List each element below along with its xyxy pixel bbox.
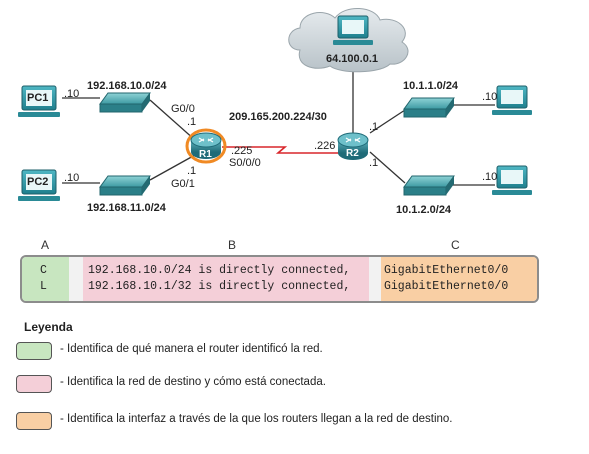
internet-host-icon [333, 15, 373, 45]
r1-g01-if-label: G0/1 [171, 178, 195, 190]
link-switch2-r1 [149, 154, 196, 181]
r2-lan1-network-label: 10.1.1.0/24 [403, 80, 459, 92]
route-row-2-code: L [40, 280, 47, 293]
r2-lan1-pc-icon [492, 85, 532, 115]
r2-g1-ip-label: .1 [369, 157, 379, 169]
legend-swatch-orange [16, 412, 52, 430]
r1-s000-ip-label: .225 [231, 145, 253, 157]
router-r1-icon [185, 128, 227, 164]
r2-g0-ip-label: .1 [369, 121, 379, 133]
switch2-icon [99, 175, 151, 196]
route-row-2-iface: GigabitEthernet0/0 [384, 280, 509, 293]
pc1-icon [18, 85, 60, 117]
r1-s000-if-label: S0/0/0 [229, 157, 261, 169]
switch4-icon [403, 175, 455, 196]
legend-text-orange: - Identifica la interfaz a través de la … [60, 413, 453, 425]
serial-link [222, 146, 340, 154]
pc2-host-label: .10 [64, 172, 80, 184]
pc1-host-label: .10 [64, 88, 80, 100]
legend-swatch-pink [16, 375, 52, 393]
column-a-label: A [41, 238, 50, 252]
link-r2-switch4 [369, 151, 406, 184]
r1-g00-ip-label: .1 [187, 116, 197, 128]
lan2-network-label: 192.168.11.0/24 [87, 202, 166, 214]
r2-lan1-host-label: .10 [482, 91, 498, 103]
network-diagram [18, 8, 532, 201]
column-b-label: B [228, 238, 237, 252]
internet-label: 64.100.0.1 [326, 53, 378, 65]
route-table: C L 192.168.10.0/24 is directly connecte… [20, 255, 539, 303]
r1-label: R1 [199, 149, 212, 160]
r2-lan2-pc-icon [492, 165, 532, 195]
r2-lan2-network-label: 10.1.2.0/24 [396, 204, 452, 216]
route-iface-column [381, 257, 537, 301]
legend-text-pink: - Identifica la red de destino y cómo es… [60, 376, 326, 388]
r2-label: R2 [346, 148, 359, 159]
route-row-1-code: C [40, 264, 47, 277]
legend-text-green: - Identifica de qué manera el router ide… [60, 343, 323, 355]
wan-network-label: 209.165.200.224/30 [229, 111, 327, 123]
router-r2-icon [337, 132, 369, 160]
switch3-icon [403, 97, 455, 118]
link-switch1-r1 [149, 99, 196, 141]
pc2-label: PC2 [27, 176, 49, 188]
route-row-1-iface: GigabitEthernet0/0 [384, 264, 509, 277]
legend-title: Leyenda [24, 320, 73, 334]
route-desc-column [83, 257, 369, 301]
legend-swatch-green [16, 342, 52, 360]
r2-serial-ip-label: .226 [314, 140, 336, 152]
column-c-label: C [451, 238, 460, 252]
r2-lan2-host-label: .10 [482, 171, 498, 183]
r1-g00-if-label: G0/0 [171, 103, 195, 115]
pc2-icon [18, 169, 60, 201]
switch1-icon [99, 92, 151, 113]
r1-g01-ip-label: .1 [187, 165, 197, 177]
lan1-network-label: 192.168.10.0/24 [87, 80, 167, 92]
pc1-label: PC1 [27, 92, 49, 104]
route-code-column [22, 257, 69, 301]
link-r2-switch3 [369, 109, 406, 134]
route-row-2-desc: 192.168.10.1/32 is directly connected, [88, 280, 351, 293]
route-row-1-desc: 192.168.10.0/24 is directly connected, [88, 264, 351, 277]
